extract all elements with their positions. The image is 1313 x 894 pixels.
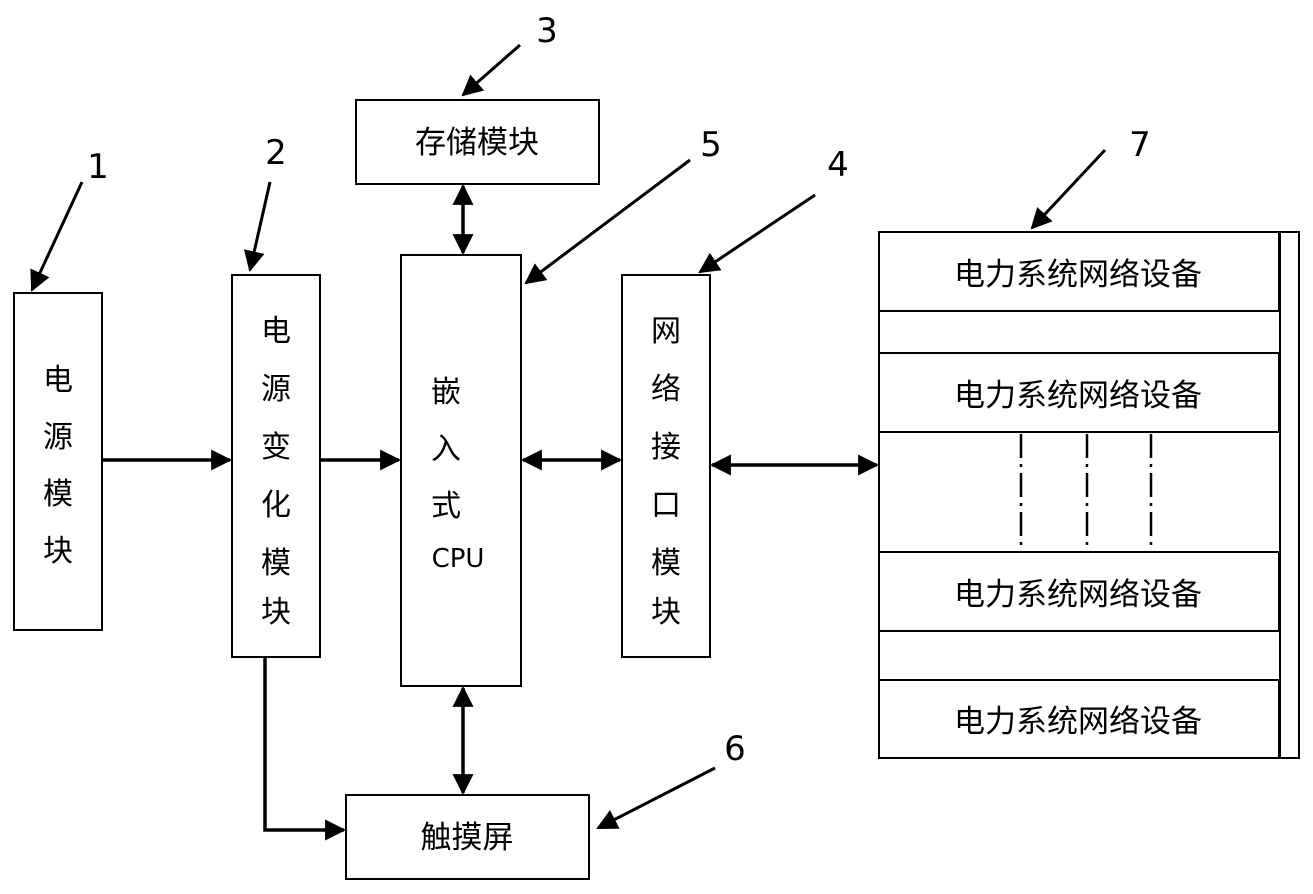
svg-text:模: 模 xyxy=(43,477,73,512)
touchscreen-module: 触摸屏 xyxy=(345,794,590,880)
svg-text:接: 接 xyxy=(651,430,681,465)
svg-text:变: 变 xyxy=(261,430,291,465)
svg-text:电: 电 xyxy=(43,363,73,398)
device-box: 电力系统网络设备 xyxy=(878,352,1280,433)
callout-5: 5 xyxy=(524,125,722,285)
callout-6: 6 xyxy=(596,729,746,830)
svg-text:口: 口 xyxy=(651,488,681,523)
svg-text:块: 块 xyxy=(43,534,73,569)
ellipsis-dashdot-lines xyxy=(1019,434,1153,550)
svg-text:嵌: 嵌 xyxy=(431,375,461,410)
svg-text:模: 模 xyxy=(651,546,681,581)
svg-text:块: 块 xyxy=(651,595,681,630)
svg-text:7: 7 xyxy=(1129,125,1151,165)
svg-text:2: 2 xyxy=(265,133,287,173)
svg-text:4: 4 xyxy=(827,145,849,185)
network-interface-module: 网 络 接 口 模 块 xyxy=(621,274,711,658)
power-supply-module: 电 源 模 块 xyxy=(13,292,103,631)
svg-text:电力系统网络设备: 电力系统网络设备 xyxy=(954,257,1202,293)
svg-text:5: 5 xyxy=(700,125,722,165)
svg-text:电力系统网络设备: 电力系统网络设备 xyxy=(954,704,1202,740)
svg-text:化: 化 xyxy=(261,488,291,523)
device-box: 电力系统网络设备 xyxy=(878,679,1280,759)
svg-text:源: 源 xyxy=(43,420,73,455)
svg-text:电: 电 xyxy=(261,314,291,349)
svg-text:络: 络 xyxy=(651,372,681,407)
power-conversion-module: 电 源 变 化 模 块 xyxy=(231,274,321,658)
svg-text:1: 1 xyxy=(87,147,109,187)
storage-module: 存储模块 xyxy=(355,99,600,185)
device-box: 电力系统网络设备 xyxy=(878,551,1280,632)
svg-text:网: 网 xyxy=(651,314,681,349)
svg-text:触摸屏: 触摸屏 xyxy=(421,820,514,856)
svg-text:式: 式 xyxy=(431,489,461,524)
device-box: 电力系统网络设备 xyxy=(878,231,1280,312)
svg-text:存储模块: 存储模块 xyxy=(415,125,539,161)
callout-1: 1 xyxy=(30,147,109,292)
arrow-conversion-to-touchscreen xyxy=(263,658,347,841)
device-group: 电力系统网络设备 电力系统网络设备 电力系统网络设备 电力系统网络设备 xyxy=(878,231,1300,759)
callout-4: 4 xyxy=(698,145,849,274)
svg-text:源: 源 xyxy=(261,372,291,407)
svg-text:模: 模 xyxy=(261,546,291,581)
svg-text:电力系统网络设备: 电力系统网络设备 xyxy=(954,378,1202,414)
svg-text:CPU: CPU xyxy=(432,544,485,574)
callout-7: 7 xyxy=(1030,125,1151,230)
svg-text:3: 3 xyxy=(536,11,558,51)
svg-text:电力系统网络设备: 电力系统网络设备 xyxy=(954,577,1202,613)
svg-text:块: 块 xyxy=(261,595,291,630)
callout-3: 3 xyxy=(461,11,558,97)
svg-text:6: 6 xyxy=(724,729,746,769)
callout-2: 2 xyxy=(243,133,287,273)
svg-text:入: 入 xyxy=(431,432,461,467)
embedded-cpu-module: 嵌 入 式 CPU xyxy=(400,254,522,687)
